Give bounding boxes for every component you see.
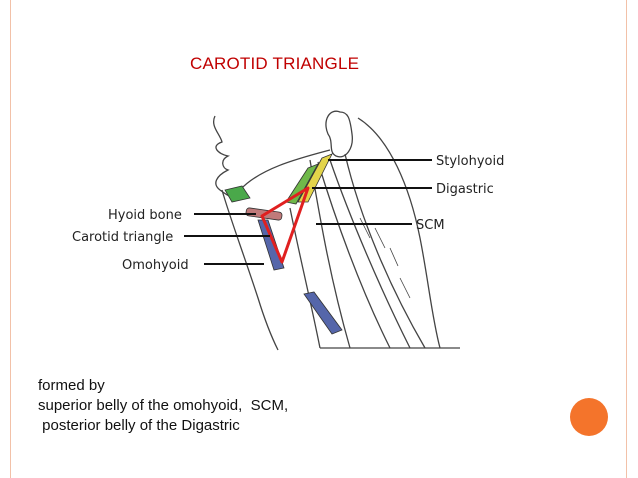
caption-line-2: superior belly of the omohyoid, SCM, xyxy=(38,397,289,414)
slide-border-left xyxy=(10,0,11,478)
omohyoid-inferior xyxy=(303,291,343,335)
label-hyoid-bone: Hyoid bone xyxy=(108,208,182,223)
omohyoid-muscle xyxy=(257,219,285,271)
posterior-digastric-muscle xyxy=(285,163,319,205)
label-digastric: Digastric xyxy=(436,182,494,197)
digastric-muscle xyxy=(224,185,251,203)
label-carotid-triangle: Carotid triangle xyxy=(72,230,173,245)
label-stylohyoid: Stylohyoid xyxy=(436,154,504,169)
carotid-triangle-outline xyxy=(260,186,310,264)
slide-border-right xyxy=(626,0,627,478)
caption: formed by superior belly of the omohyoid… xyxy=(38,376,288,436)
leader-lines xyxy=(184,159,432,265)
label-omohyoid: Omohyoid xyxy=(122,258,189,273)
slide-title: CAROTID TRIANGLE xyxy=(190,54,360,73)
neck-diagram: Stylohyoid Digastric SCM Hyoid bone Caro… xyxy=(72,110,504,351)
caption-line-3: posterior belly of the Digastric xyxy=(38,417,240,434)
caption-line-1: formed by xyxy=(38,377,105,394)
accent-dot xyxy=(570,398,608,436)
label-scm: SCM xyxy=(416,218,445,233)
